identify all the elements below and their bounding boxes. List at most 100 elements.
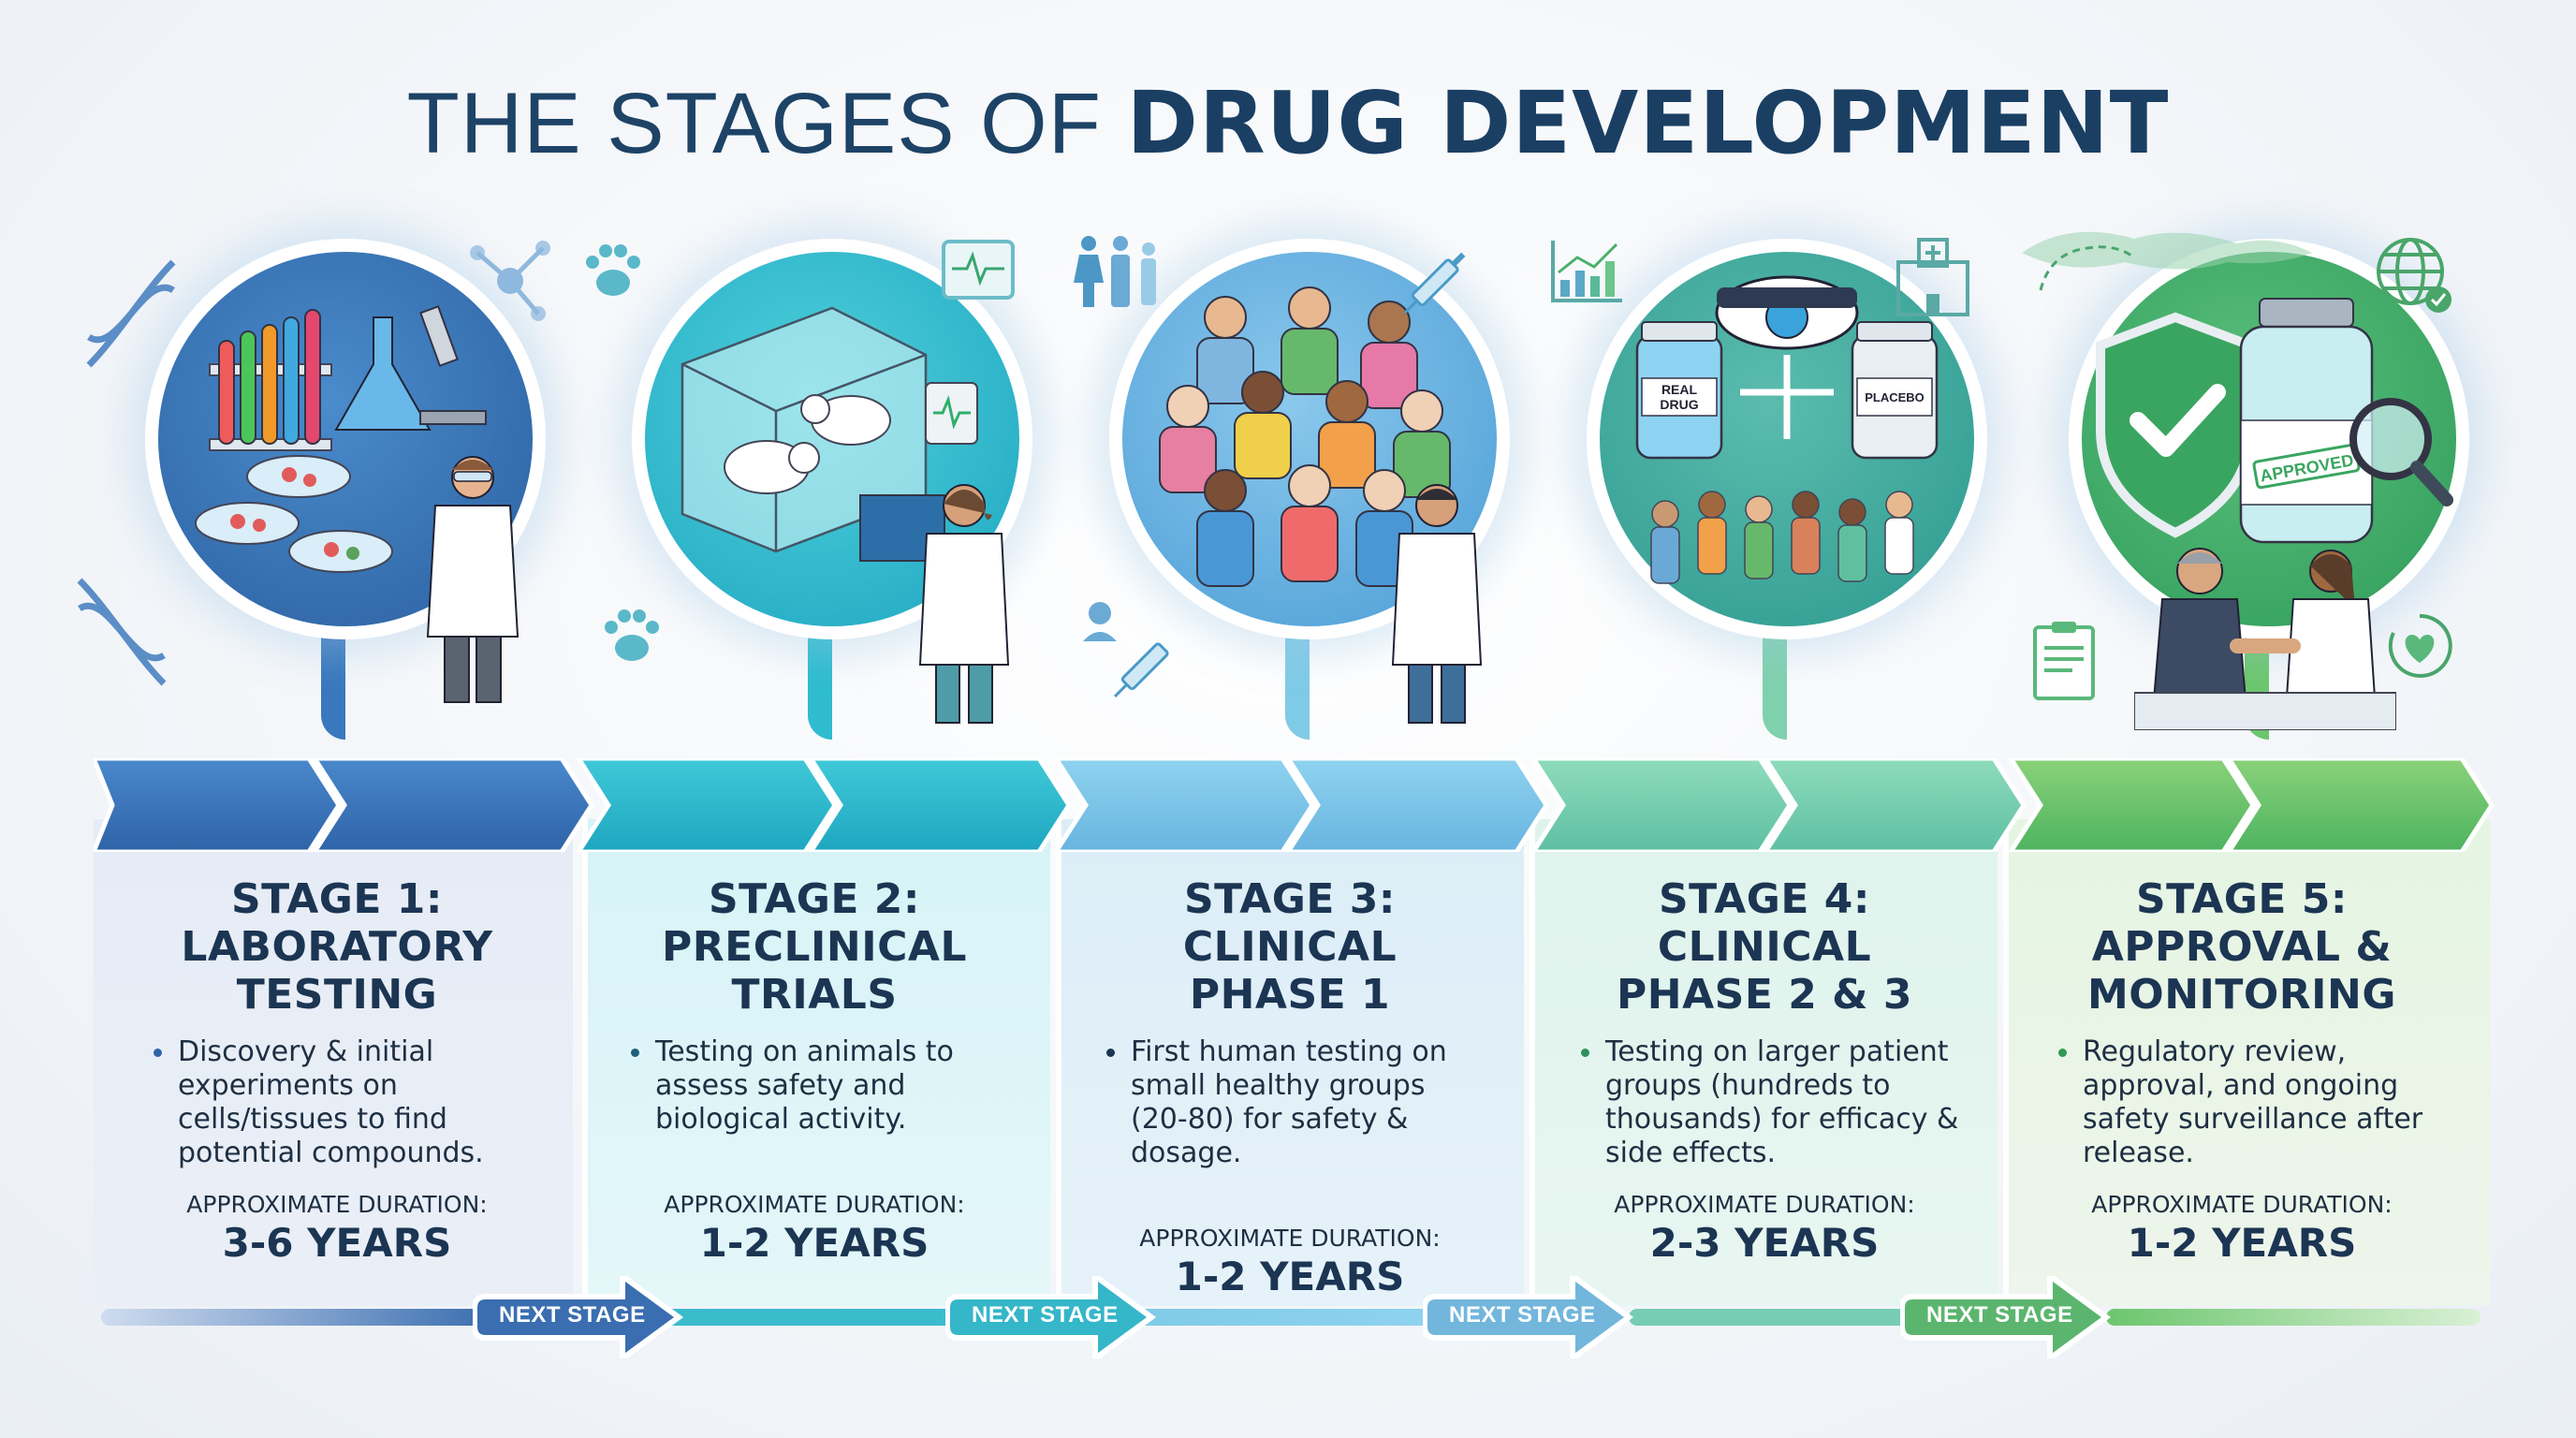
stage-2-illustration xyxy=(576,215,1053,740)
hospital-icon xyxy=(1896,238,1969,316)
stage-2-panel xyxy=(582,819,1050,1306)
stage-description: Discovery & initial experiments on cells… xyxy=(140,1035,534,1170)
stage-title-line: STAGE 1: xyxy=(230,875,444,923)
arrow-right-icon xyxy=(1899,1270,2112,1364)
stage-3-text: STAGE 3: CLINICAL PHASE 1 First human te… xyxy=(1093,875,1486,1299)
stage-title-line: LABORATORY xyxy=(181,923,493,971)
molecule-icon xyxy=(470,241,550,321)
page-title: THE STAGES OF DRUG DEVELOPMENT xyxy=(0,73,2576,173)
stage-4-illustration: REAL DRUG PLACEBO xyxy=(1530,215,2008,740)
stage-3-panel xyxy=(1056,819,1524,1306)
duration-label: APPROXIMATE DURATION: xyxy=(664,1191,965,1218)
title-bold: DRUG DEVELOPMENT xyxy=(1126,73,2170,173)
researcher-icon xyxy=(918,484,1010,724)
clipboard-icon xyxy=(2033,622,2095,700)
next-stage-label: NEXT STAGE xyxy=(1926,1302,2073,1328)
next-stage-button-3[interactable]: NEXT STAGE xyxy=(1422,1270,1638,1364)
heart-cycle-icon xyxy=(2388,613,2452,678)
stage-description: Regulatory review, approval, and ongoing… xyxy=(2045,1035,2438,1170)
progress-track-2 xyxy=(665,1309,964,1326)
duration-label: APPROXIMATE DURATION: xyxy=(2091,1191,2393,1218)
doctor-icon xyxy=(1391,484,1483,724)
stage-title-line: TRIALS xyxy=(731,971,898,1019)
duration-value: 3-6 YEARS xyxy=(222,1220,452,1266)
bullet-icon xyxy=(154,1049,162,1057)
stage-4-text: STAGE 4: CLINICAL PHASE 2 & 3 Testing on… xyxy=(1568,875,1961,1266)
scientist-icon xyxy=(426,456,520,703)
svg-text:REAL: REAL xyxy=(1661,382,1698,397)
stage-1-illustration xyxy=(77,215,566,740)
progress-track-4 xyxy=(1629,1309,1919,1326)
timeline-chevron-band xyxy=(94,758,2495,852)
next-stage-button-1[interactable]: NEXT STAGE xyxy=(472,1270,688,1364)
stage-description: Testing on animals to assess safety and … xyxy=(618,1035,1011,1137)
dna-icon xyxy=(86,259,176,368)
stage-title-line: PRECLINICAL xyxy=(662,923,967,971)
description-text: Testing on larger patient groups (hundre… xyxy=(1605,1035,1959,1169)
bullet-icon xyxy=(2058,1049,2067,1057)
stage-title-line: TESTING xyxy=(236,971,438,1019)
stage-title: STAGE 5: APPROVAL & MONITORING xyxy=(2045,875,2438,1019)
stage-1-panel xyxy=(94,819,573,1306)
next-stage-label: NEXT STAGE xyxy=(972,1302,1119,1328)
stage-title-line: APPROVAL & xyxy=(2091,923,2393,971)
stage-3-illustration xyxy=(1053,215,1530,740)
progress-track-5 xyxy=(2106,1309,2481,1326)
description-text: Discovery & initial experiments on cells… xyxy=(178,1035,484,1169)
bar-chart-icon xyxy=(1551,241,1622,302)
lab-equipment-icon xyxy=(195,305,487,573)
stage-title-line: PHASE 1 xyxy=(1189,971,1391,1019)
syringe-icon xyxy=(1083,602,1169,698)
stage-1-text: STAGE 1: LABORATORY TESTING Discovery & … xyxy=(140,875,534,1266)
stage-title-line: MONITORING xyxy=(2087,971,2396,1019)
arrow-right-icon xyxy=(472,1270,684,1364)
stage-title: STAGE 4: CLINICAL PHASE 2 & 3 xyxy=(1568,875,1961,1019)
people-icon xyxy=(1074,236,1156,307)
syringe-icon xyxy=(1403,252,1466,315)
approval-icon: APPROVED xyxy=(2096,298,2453,544)
stage-5-panel xyxy=(2003,819,2490,1306)
stage-title: STAGE 3: CLINICAL PHASE 1 xyxy=(1093,875,1486,1019)
blinded-trial-icon: REAL DRUG PLACEBO xyxy=(1635,275,1939,584)
svg-text:DRUG: DRUG xyxy=(1660,397,1698,412)
animal-enclosure-icon xyxy=(681,306,978,562)
arrow-right-icon xyxy=(1422,1270,1634,1364)
globe-check-icon xyxy=(2377,238,2452,313)
next-stage-label: NEXT STAGE xyxy=(499,1302,646,1328)
stage-title: STAGE 1: LABORATORY TESTING xyxy=(140,875,534,1019)
bullet-icon xyxy=(1106,1049,1115,1057)
title-light: THE STAGES OF xyxy=(406,76,1127,171)
stage-description: First human testing on small healthy gro… xyxy=(1093,1035,1486,1170)
duration-value: 1-2 YEARS xyxy=(2127,1220,2357,1266)
stage-5-text: STAGE 5: APPROVAL & MONITORING Regulator… xyxy=(2045,875,2438,1266)
stage-5-illustration: APPROVED xyxy=(2012,215,2490,740)
stage-title: STAGE 2: PRECLINICAL TRIALS xyxy=(618,875,1011,1019)
duration-value: 1-2 YEARS xyxy=(1175,1254,1405,1299)
volunteer-group-icon xyxy=(1159,286,1451,587)
stage-title-line: CLINICAL xyxy=(1657,923,1872,971)
duration-label: APPROXIMATE DURATION: xyxy=(1139,1225,1441,1252)
stage-title-line: PHASE 2 & 3 xyxy=(1617,971,1912,1019)
duration-value: 2-3 YEARS xyxy=(1649,1220,1880,1266)
stage-4-panel xyxy=(1530,819,1998,1306)
progress-track-3 xyxy=(1133,1309,1442,1326)
stage-2-text: STAGE 2: PRECLINICAL TRIALS Testing on a… xyxy=(618,875,1011,1266)
description-text: Testing on animals to assess safety and … xyxy=(655,1035,954,1136)
stage-title-line: STAGE 3: xyxy=(1183,875,1397,923)
next-stage-label: NEXT STAGE xyxy=(1449,1302,1596,1328)
svg-text:PLACEBO: PLACEBO xyxy=(1865,390,1925,404)
stage-title-line: STAGE 2: xyxy=(708,875,921,923)
world-map-icon xyxy=(2022,231,2312,291)
heart-monitor-icon xyxy=(942,240,1015,300)
progress-track-1 xyxy=(101,1309,494,1326)
handshake-icon xyxy=(2134,548,2396,730)
stage-description: Testing on larger patient groups (hundre… xyxy=(1568,1035,1961,1170)
description-text: Regulatory review, approval, and ongoing… xyxy=(2083,1035,2423,1169)
bullet-icon xyxy=(1581,1049,1589,1057)
paw-print-icon xyxy=(605,609,659,661)
duration-value: 1-2 YEARS xyxy=(699,1220,929,1266)
stage-title-line: STAGE 5: xyxy=(2135,875,2349,923)
description-text: First human testing on small healthy gro… xyxy=(1131,1035,1447,1169)
next-stage-button-2[interactable]: NEXT STAGE xyxy=(944,1270,1161,1364)
next-stage-button-4[interactable]: NEXT STAGE xyxy=(1899,1270,2115,1364)
